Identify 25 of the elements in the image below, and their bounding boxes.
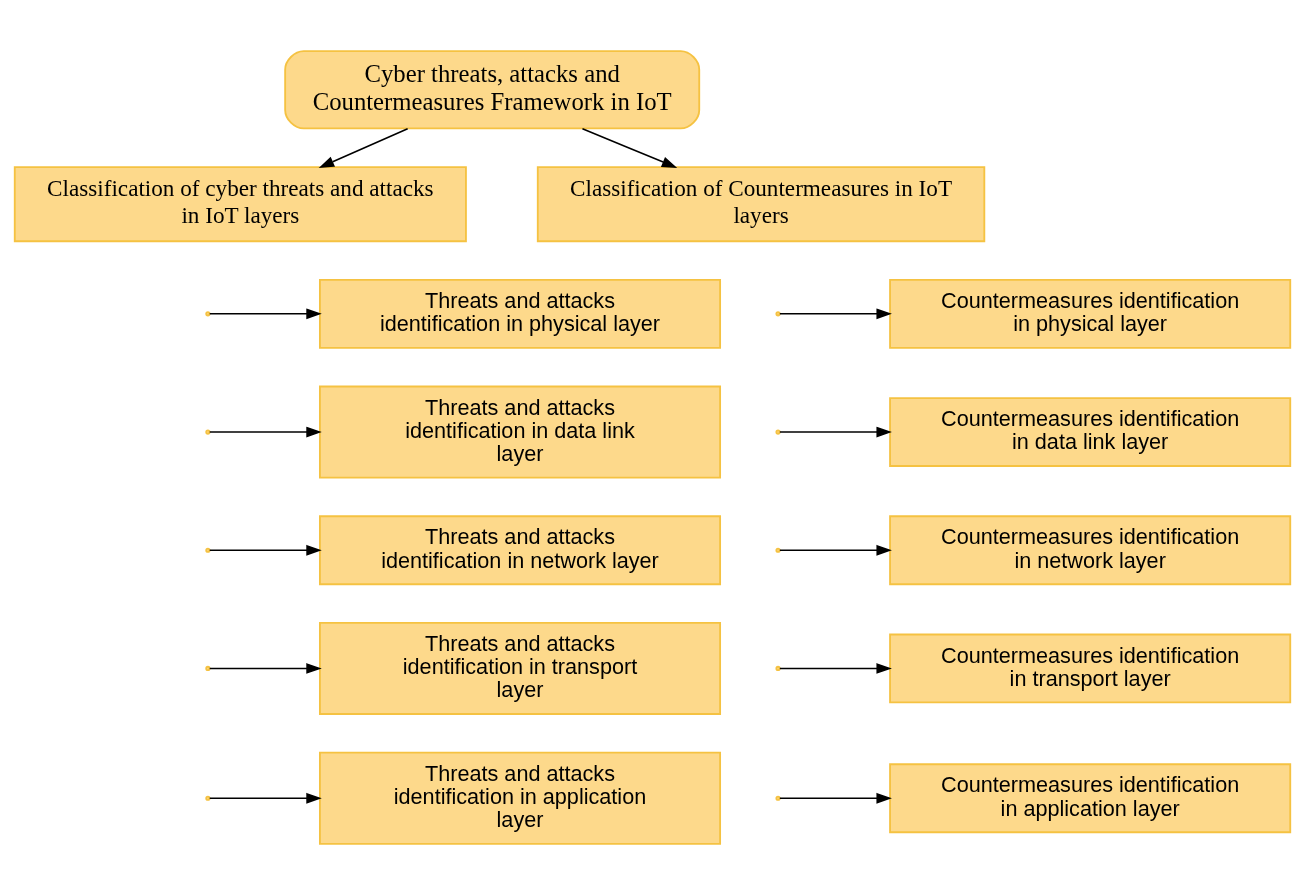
arrow [208,426,322,437]
node-box: Countermeasures identification in application layer [889,762,1292,833]
node-box: Countermeasures identification in data link layer [889,396,1292,467]
node-box: Countermeasures identification in physical layer [889,278,1292,349]
node-box: Countermeasures identification in network layer [889,514,1292,585]
arrow [779,426,892,437]
node-box: Cyber threats, attacks and Countermeasures Framework in IoT [284,49,701,129]
arrow [208,662,322,674]
node-box: Threats and attacks identification in physical layer [319,278,722,349]
node-box: Threats and attacks identification in data link layer [319,385,722,479]
node-box: Threats and attacks identification in transport layer [319,621,722,715]
arrow [208,544,322,556]
arrow [779,544,892,556]
arrow [208,307,322,319]
node-box: Threats and attacks identification in application layer [319,751,722,845]
arrow [779,792,892,804]
arrow [208,792,322,804]
node-box: Classification of cyber threats and attacks in IoT layers [13,165,467,242]
node-box: Classification of Countermeasures in IoT layers [536,165,986,242]
arrow [779,662,892,674]
node-box: Countermeasures identification in transport layer [889,633,1292,703]
arrow [779,307,892,319]
node-box: Threats and attacks identification in network layer [319,514,722,585]
arrow [581,127,678,168]
arrow [318,127,409,168]
